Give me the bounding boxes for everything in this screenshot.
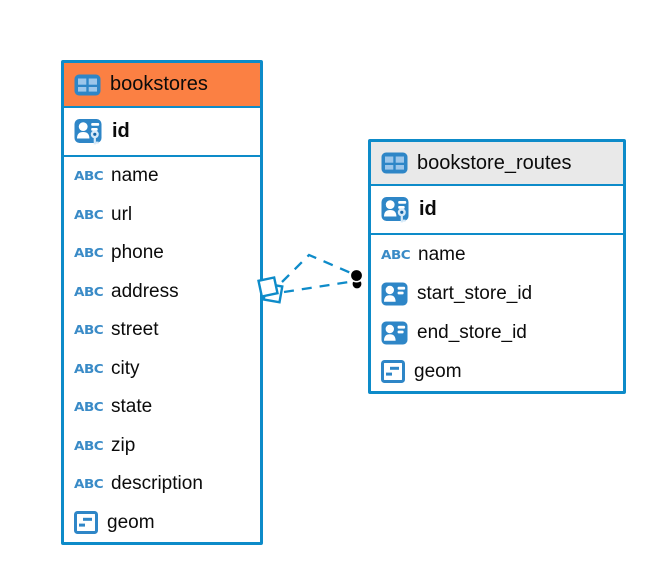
text-type-icon: ABC xyxy=(74,207,104,223)
table-icon xyxy=(74,74,101,96)
column-name: city xyxy=(111,357,140,379)
text-type-icon: ABC xyxy=(74,476,104,492)
column-name: url xyxy=(111,203,133,225)
column-name: end_store_id xyxy=(417,321,527,343)
column-row-geom[interactable]: geom xyxy=(371,352,623,391)
column-row-geom[interactable]: geom xyxy=(64,503,260,542)
table-icon xyxy=(381,152,408,174)
relationship-dot-terminator[interactable] xyxy=(349,268,364,290)
column-row-end-store-id[interactable]: end_store_id xyxy=(371,313,623,352)
column-name: geom xyxy=(107,511,155,533)
column-name: start_store_id xyxy=(417,282,533,304)
table-bookstores[interactable]: bookstores xyxy=(61,60,263,545)
column-name: name xyxy=(111,165,159,187)
column-name: street xyxy=(111,319,159,341)
text-type-icon: ABC xyxy=(74,438,104,454)
geometry-type-icon xyxy=(74,511,98,535)
table-title: bookstore_routes xyxy=(417,151,572,174)
foreign-key-icon xyxy=(381,321,408,345)
column-name: zip xyxy=(111,434,136,456)
primary-key-icon xyxy=(74,118,103,146)
column-row-zip[interactable]: ABC zip xyxy=(64,426,260,465)
column-row-state[interactable]: ABC state xyxy=(64,388,260,427)
text-type-icon: ABC xyxy=(74,284,104,300)
column-name: address xyxy=(111,280,179,302)
column-row-start-store-id[interactable]: start_store_id xyxy=(371,274,623,313)
text-type-icon: ABC xyxy=(74,361,104,377)
text-type-icon: ABC xyxy=(74,245,104,261)
column-name: state xyxy=(111,396,153,418)
table-bookstores-header[interactable]: bookstores xyxy=(64,63,260,108)
text-type-icon: ABC xyxy=(74,322,104,338)
column-row-name[interactable]: ABC name xyxy=(64,157,260,196)
column-row-description[interactable]: ABC description xyxy=(64,465,260,504)
column-name: id xyxy=(112,120,130,142)
column-name: id xyxy=(419,198,437,220)
column-name: description xyxy=(111,473,203,495)
column-row-address[interactable]: ABC address xyxy=(64,272,260,311)
column-row-phone[interactable]: ABC phone xyxy=(64,234,260,273)
column-row-id[interactable]: id xyxy=(371,186,623,233)
table-title: bookstores xyxy=(110,73,208,95)
foreign-key-icon xyxy=(381,282,408,306)
relationship-line-upper[interactable] xyxy=(281,253,352,283)
column-name: geom xyxy=(414,360,462,382)
table-bookstore-routes[interactable]: bookstore_routes xyxy=(368,139,626,394)
text-type-icon: ABC xyxy=(74,168,104,184)
relationship-line-lower[interactable] xyxy=(283,280,350,294)
column-name: phone xyxy=(111,242,164,264)
column-row-url[interactable]: ABC url xyxy=(64,195,260,234)
table-bookstore-routes-header[interactable]: bookstore_routes xyxy=(371,142,623,186)
column-row-street[interactable]: ABC street xyxy=(64,311,260,350)
text-type-icon: ABC xyxy=(381,246,411,263)
column-row-name[interactable]: ABC name xyxy=(371,235,623,274)
column-row-id[interactable]: id xyxy=(64,108,260,155)
column-row-city[interactable]: ABC city xyxy=(64,349,260,388)
text-type-icon: ABC xyxy=(74,399,104,415)
geometry-type-icon xyxy=(381,360,405,383)
column-name: name xyxy=(418,243,466,265)
primary-key-icon xyxy=(381,196,410,224)
